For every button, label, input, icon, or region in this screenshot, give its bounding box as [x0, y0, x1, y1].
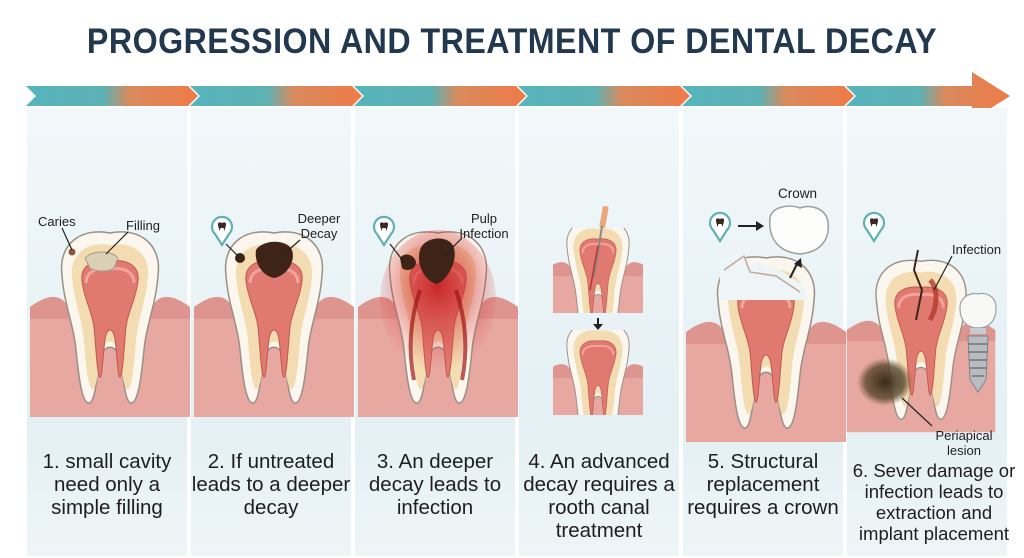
- tooth-pin-icon-6: [862, 211, 886, 243]
- caries-label: Caries: [38, 214, 76, 229]
- crown-label: Crown: [778, 186, 818, 201]
- stage-caption-4: 4. An advanced decay requires a rooth ca…: [523, 450, 675, 542]
- stage-caption-5: 5. Structural replacement requires a cro…: [687, 450, 839, 519]
- arrow-segments: [26, 72, 1010, 120]
- tooth-illustration-5: [684, 205, 848, 444]
- deeper-decay-label: Deeper Decay: [297, 211, 341, 241]
- pin-leader-line: [225, 243, 241, 259]
- tooth-illustration-6: [845, 211, 997, 434]
- infection-leader-line: [933, 255, 953, 291]
- caries-leader-line: [61, 227, 73, 251]
- deeper-decay-leader-line: [283, 239, 301, 255]
- page-title: PROGRESSION AND TREATMENT OF DENTAL DECA…: [86, 22, 938, 61]
- tooth-pin-icon-3: [372, 215, 396, 247]
- pulp-infection-leader-line: [443, 237, 463, 257]
- periapical-lesion-mark: [857, 358, 913, 406]
- timeline-arrow: [26, 72, 1010, 120]
- tooth-illustration-1: [28, 227, 192, 419]
- root-canal-file-icon: [589, 205, 609, 291]
- stage-caption-3: 3. An deeper decay leads to infection: [368, 450, 502, 519]
- arrow-segment-2: [190, 86, 362, 106]
- pulp-infection-label: Pulp Infection: [459, 211, 509, 241]
- arrow-segment-1: [26, 86, 198, 106]
- stage-caption-2: 2. If untreated leads to a deeper decay: [191, 450, 351, 519]
- tooth-illustration-4: [553, 205, 643, 415]
- arrow-head: [846, 72, 1010, 120]
- arrow-segment-5: [682, 86, 854, 106]
- tooth-illustration-2: [192, 215, 356, 419]
- arrow-segment-4: [518, 86, 690, 106]
- tooth-pin-icon: [210, 215, 234, 247]
- crown-icon: [769, 205, 830, 255]
- implant-icon: [959, 292, 997, 393]
- filling-leader-line: [105, 231, 129, 255]
- periapical-lesion-label: Periapical lesion: [935, 428, 993, 458]
- stage-caption-1: 1. small cavity need only a simple filli…: [42, 450, 172, 519]
- stage-caption-6: 6. Sever damage or infection leads to ex…: [852, 460, 1016, 544]
- tooth-pin-icon-5: [708, 211, 732, 243]
- infection-label: Infection: [952, 242, 1002, 257]
- lesion-leader-line: [901, 397, 933, 427]
- tooth-illustration-3: [356, 215, 520, 419]
- arrow-segment-3: [354, 86, 526, 106]
- pin-leader-line-3: [389, 243, 405, 263]
- filling-label: Filling: [126, 218, 160, 233]
